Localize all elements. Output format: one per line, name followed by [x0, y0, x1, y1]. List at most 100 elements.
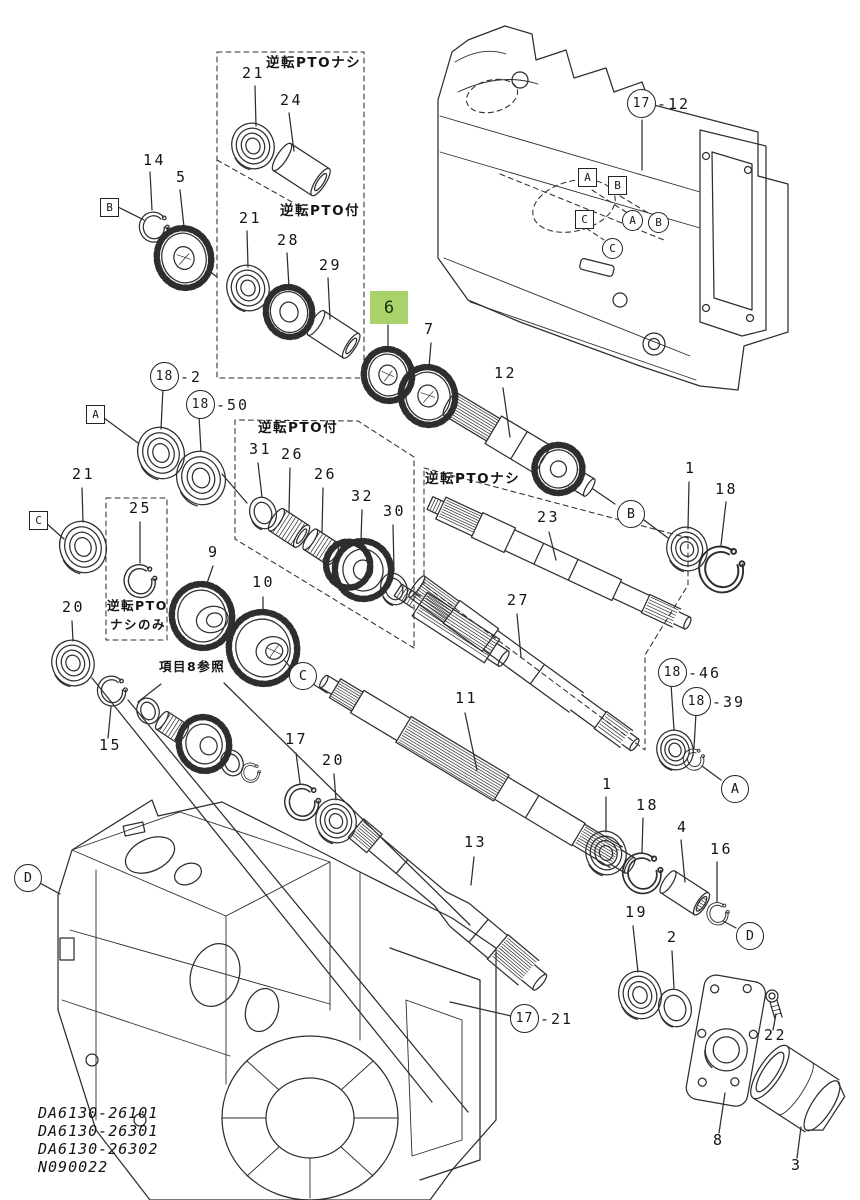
callout-circle: 17 [627, 89, 656, 118]
bearing-21-top-drawing [231, 122, 275, 171]
leader-lines [37, 85, 802, 1159]
bearing-21-mid-drawing [226, 264, 270, 313]
snap-ring-16-drawing [706, 902, 730, 926]
part-label-22[interactable]: 22 [764, 1026, 788, 1044]
bearing-18-2-drawing [137, 426, 185, 481]
part-label-21-top[interactable]: 21 [242, 64, 266, 82]
document-code-line: N090022 [38, 1158, 109, 1176]
callout-suffix: -21 [540, 1009, 574, 1028]
group-label-ring-line1: 逆転PTO [107, 598, 168, 613]
bearing-19-drawing [618, 970, 662, 1021]
ref-letter-box-c-left: C [29, 511, 48, 530]
part-label-20-bottom[interactable]: 20 [322, 751, 346, 769]
gear-5-drawing [153, 224, 215, 292]
callout-17-12[interactable]: 17 -12 [627, 89, 690, 118]
ref-letter-circle-c-housing: C [602, 238, 623, 259]
part-label-16[interactable]: 16 [710, 840, 734, 858]
part-label-21-mid[interactable]: 21 [239, 209, 263, 227]
part-label-23[interactable]: 23 [537, 508, 561, 526]
part-label-18-bottom[interactable]: 18 [636, 796, 660, 814]
part-label-9[interactable]: 9 [208, 543, 220, 561]
part-label-20-left[interactable]: 20 [62, 598, 86, 616]
seal-2-drawing [657, 988, 693, 1028]
bushing-24-drawing [271, 142, 331, 197]
callout-17-21[interactable]: 17 -21 [510, 1004, 573, 1033]
part-label-7[interactable]: 7 [424, 320, 436, 338]
group-label-ring-line2: ナシのみ [110, 617, 167, 632]
part-label-11[interactable]: 11 [455, 689, 479, 707]
part-label-1-top[interactable]: 1 [685, 459, 697, 477]
bolt-22-drawing [765, 989, 783, 1020]
part-label-6-highlighted[interactable]: 6 [370, 291, 408, 324]
callout-circle: 18 [150, 362, 179, 391]
bearing-18-50-drawing [176, 450, 226, 507]
callout-suffix: -2 [180, 367, 203, 386]
callout-18-50[interactable]: 18 -50 [186, 390, 249, 419]
washer-30-drawing [379, 572, 409, 607]
washer-sub1-drawing [136, 697, 160, 725]
document-code-line: DA6130-26301 [38, 1122, 159, 1140]
ref-letter-circle-a-housing: A [622, 210, 643, 231]
reference-note-item8: 項目8参照 [159, 659, 226, 674]
housing-top-drawing [437, 25, 789, 391]
group-label-with-pto-mid: 逆転PTO付 [258, 420, 339, 436]
part-label-2[interactable]: 2 [667, 928, 679, 946]
shaft-23-drawing [426, 496, 692, 630]
part-label-10[interactable]: 10 [252, 573, 276, 591]
callout-suffix: -12 [657, 94, 691, 113]
part-label-13[interactable]: 13 [464, 833, 488, 851]
callout-suffix: -50 [216, 395, 250, 414]
ref-letter-box-a-left: A [86, 405, 105, 424]
part-label-26b[interactable]: 26 [314, 465, 338, 483]
part-label-19[interactable]: 19 [625, 903, 649, 921]
bearing-18-46-drawing [656, 729, 694, 771]
ref-letter-circle-b: B [617, 500, 645, 528]
part-label-31[interactable]: 31 [249, 440, 273, 458]
snap-ring-18-39-drawing [682, 748, 705, 771]
callout-circle: 18 [186, 390, 215, 419]
part-label-28[interactable]: 28 [277, 231, 301, 249]
callout-circle: 18 [682, 687, 711, 716]
snap-ring-18-bottom-drawing [621, 852, 664, 895]
callout-circle: 17 [510, 1004, 539, 1033]
gear-32-drawing [322, 537, 395, 603]
dashed-group-boxes [105, 51, 689, 751]
ref-letter-box-b-housing: B [608, 176, 627, 195]
bearing-20-left-drawing [51, 639, 95, 688]
part-label-27[interactable]: 27 [507, 591, 531, 609]
part-label-21-left[interactable]: 21 [72, 465, 96, 483]
callout-18-2[interactable]: 18 -2 [150, 362, 202, 391]
cap-3-drawing [750, 1044, 846, 1133]
countershaft-rear-spline-drawing [393, 583, 510, 667]
part-label-26a[interactable]: 26 [281, 445, 305, 463]
snap-ring-14-drawing [138, 211, 170, 243]
part-label-30[interactable]: 30 [383, 502, 407, 520]
gear-28-drawing [262, 283, 316, 341]
part-label-15[interactable]: 15 [99, 736, 123, 754]
part-label-8[interactable]: 8 [713, 1131, 725, 1149]
part-label-24[interactable]: 24 [280, 91, 304, 109]
callout-suffix: -46 [688, 663, 722, 682]
part-label-32[interactable]: 32 [351, 487, 375, 505]
part-label-12[interactable]: 12 [494, 364, 518, 382]
snap-ring-15-drawing [96, 675, 128, 707]
snap-ring-18-top-drawing [698, 545, 746, 594]
part-label-18-top[interactable]: 18 [715, 480, 739, 498]
part-label-5[interactable]: 5 [176, 168, 188, 186]
cover-8-drawing [685, 974, 767, 1107]
callout-18-46[interactable]: 18 -46 [658, 658, 721, 687]
part-label-3[interactable]: 3 [791, 1156, 803, 1174]
document-code-line: DA6130-26101 [38, 1104, 159, 1122]
part-label-25[interactable]: 25 [129, 499, 153, 517]
gear-9-drawing [168, 580, 236, 652]
part-label-17[interactable]: 17 [285, 730, 309, 748]
ref-letter-circle-a: A [721, 775, 749, 803]
part-label-4[interactable]: 4 [677, 818, 689, 836]
part-label-1-bottom[interactable]: 1 [602, 775, 614, 793]
callout-18-39[interactable]: 18 -39 [682, 687, 745, 716]
callout-suffix: -39 [712, 692, 746, 711]
part-label-29[interactable]: 29 [319, 256, 343, 274]
bearing-1-bottom-drawing [585, 830, 627, 877]
part-label-14[interactable]: 14 [143, 151, 167, 169]
